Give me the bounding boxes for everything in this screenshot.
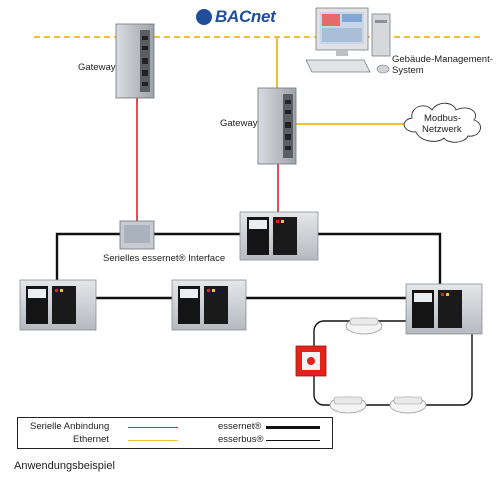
- building-management-workstation[interactable]: [305, 7, 391, 74]
- gms-label-line2: System: [392, 65, 424, 76]
- legend-essernet-line: [266, 426, 320, 429]
- legend-ethernet-line: [128, 440, 178, 441]
- legend: Serielle Anbindung Ethernet essernet® es…: [17, 417, 333, 449]
- modbus-network-cloud[interactable]: [403, 102, 481, 143]
- fire-panel-center-bottom[interactable]: [171, 279, 247, 331]
- legend-essernet-label: essernet®: [218, 421, 262, 432]
- modbus-label-line2: Netzwerk: [422, 124, 462, 135]
- gms-label-line1: Gebäude-Management-: [392, 54, 493, 65]
- smoke-detector-top[interactable]: [345, 317, 383, 335]
- fire-panel-right[interactable]: [405, 283, 483, 335]
- legend-esserbus-label: esserbus®: [218, 434, 264, 445]
- serial-interface-label: Serielles essernet® Interface: [103, 253, 226, 264]
- gateway-top-device[interactable]: [115, 23, 155, 99]
- bacnet-logo-mark: [196, 9, 212, 25]
- bacnet-logo: BACnet: [196, 7, 276, 27]
- gateway-mid-device[interactable]: [257, 87, 297, 165]
- legend-serial-label: Serielle Anbindung: [30, 421, 110, 432]
- essernet-ring: [55, 232, 442, 300]
- modbus-label-line1: Modbus-: [424, 113, 461, 124]
- smoke-detector-bottom-left[interactable]: [329, 396, 367, 414]
- gateway-top-label: Gateway: [78, 62, 116, 73]
- fire-panel-left[interactable]: [19, 279, 97, 331]
- legend-esserbus-line: [266, 440, 320, 441]
- bacnet-logo-text: BACnet: [215, 7, 276, 26]
- fire-panel-center-top[interactable]: [239, 211, 319, 261]
- legend-serial-line: [128, 427, 178, 428]
- serial-essernet-interface-device[interactable]: [119, 220, 155, 250]
- smoke-detector-bottom-right[interactable]: [389, 396, 427, 414]
- manual-call-point[interactable]: [295, 345, 327, 377]
- gateway-mid-label: Gateway: [220, 118, 258, 129]
- legend-ethernet-label: Ethernet: [73, 434, 109, 445]
- caption: Anwendungsbeispiel: [14, 460, 115, 472]
